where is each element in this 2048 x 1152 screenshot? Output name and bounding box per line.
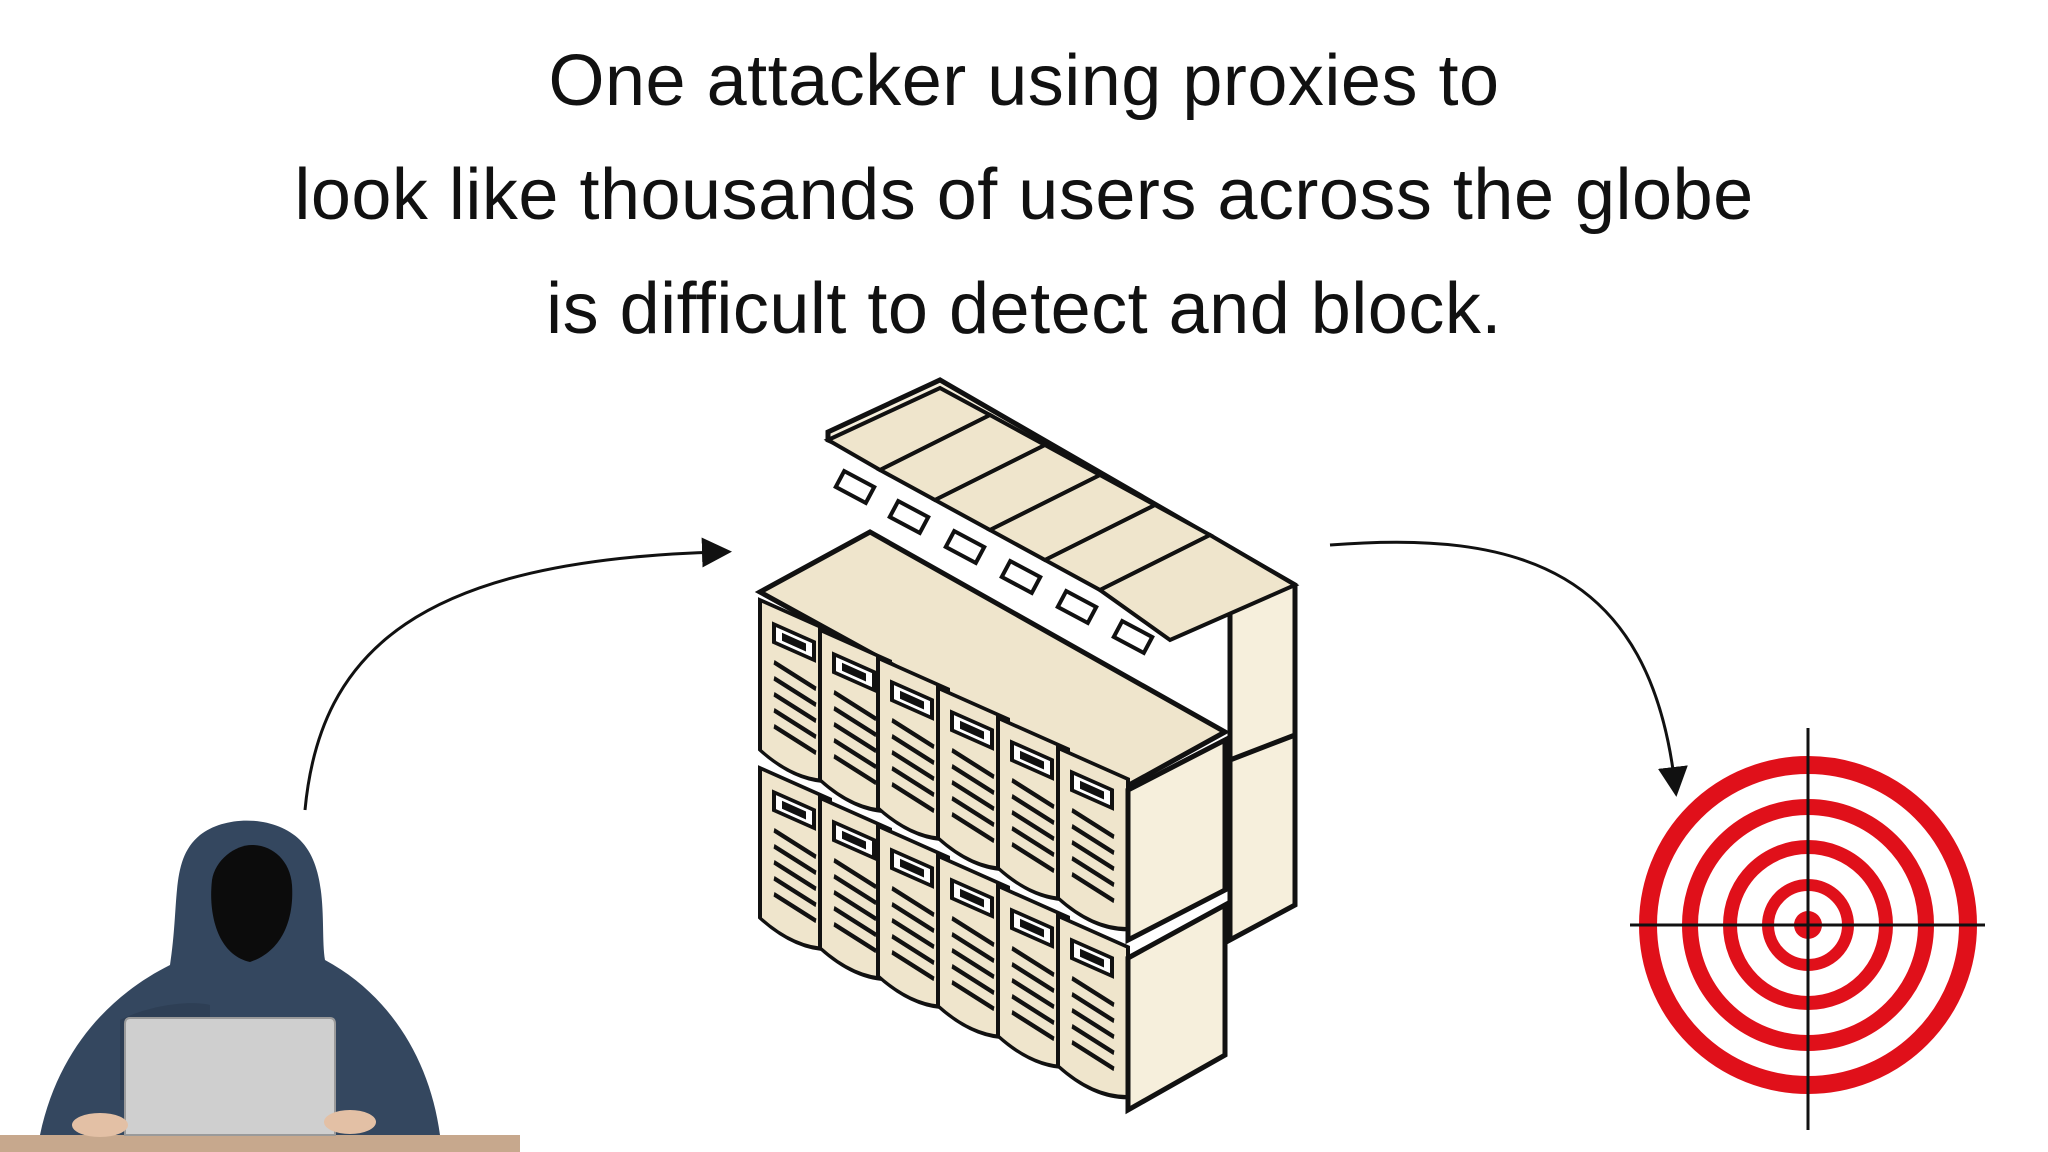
arrow-proxies-to-target	[1329, 540, 1688, 797]
caption-line-1: One attacker using proxies to	[548, 41, 1500, 121]
caption-line-3: is difficult to detect and block.	[546, 269, 1502, 349]
server-rack-cluster-icon	[754, 377, 1300, 1115]
server-front-row-top	[754, 529, 1231, 945]
arrow-attacker-to-proxies	[303, 537, 732, 811]
bullseye-target-icon	[1630, 728, 1985, 1130]
hooded-attacker-with-laptop-icon	[0, 820, 520, 1152]
caption-line-2: look like thousands of users across the …	[294, 155, 1754, 235]
caption: One attacker using proxies to look like …	[0, 24, 2048, 366]
server-back-row	[823, 377, 1300, 945]
server-front-row-bottom	[760, 768, 1228, 1115]
